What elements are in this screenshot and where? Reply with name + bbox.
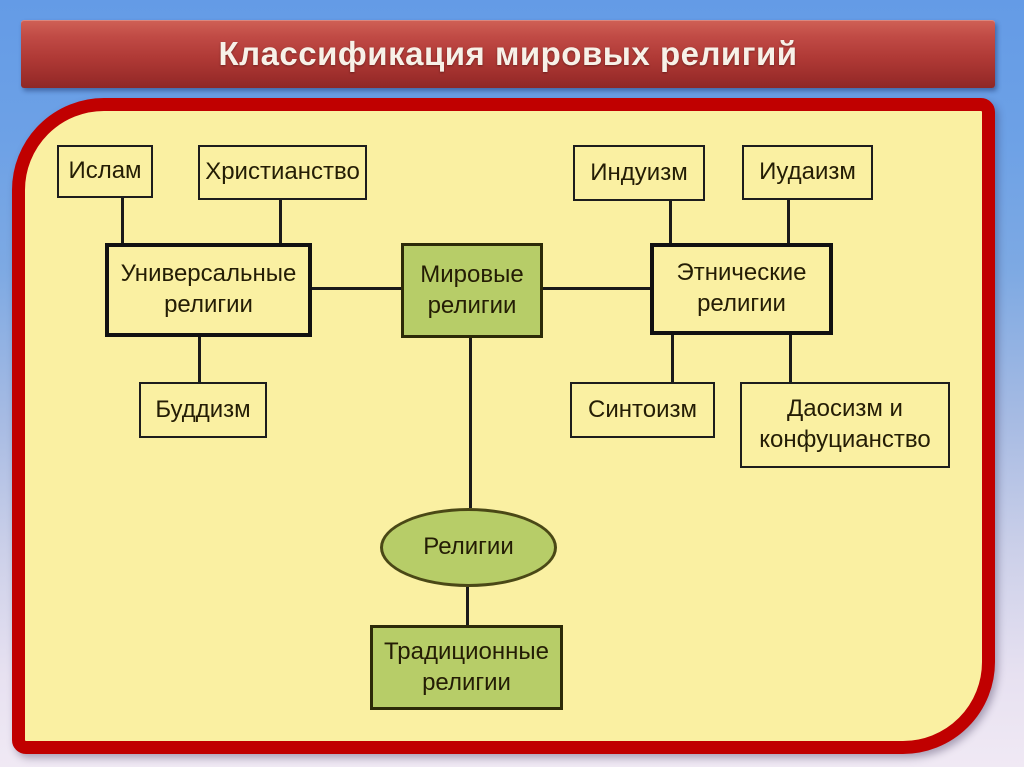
node-buddhism: Буддизм <box>139 382 267 438</box>
connector-world-religions <box>469 338 472 508</box>
connector-universal-buddhism <box>198 337 201 382</box>
node-hinduism: Индуизм <box>573 145 705 201</box>
node-world-religions: Мировые религии <box>401 243 543 338</box>
connector-universal-world <box>312 287 401 290</box>
node-shintoism: Синтоизм <box>570 382 715 438</box>
connector-ethnic-shintoism <box>671 335 674 382</box>
node-ethnic-religions: Этнические религии <box>650 243 833 335</box>
node-universal-religions: Универсальные религии <box>105 243 312 337</box>
connector-ethnic-taoism <box>789 335 792 382</box>
connector-judaism-ethnic <box>787 200 790 243</box>
page-title: Классификация мировых религий <box>218 35 798 72</box>
title-bar: Классификация мировых религий <box>21 20 995 88</box>
node-religions-ellipse: Религии <box>380 508 557 587</box>
node-islam: Ислам <box>57 145 153 198</box>
connector-world-ethnic <box>543 287 650 290</box>
node-judaism: Иудаизм <box>742 145 873 200</box>
node-taoism-confucianism: Даосизм и конфуцианство <box>740 382 950 468</box>
connector-christianity-universal <box>279 200 282 243</box>
node-traditional-religions: Традиционные религии <box>370 625 563 710</box>
connector-islam-universal <box>121 198 124 243</box>
node-christianity: Христианство <box>198 145 367 200</box>
connector-hinduism-ethnic <box>669 201 672 243</box>
connector-religions-traditional <box>466 587 469 625</box>
